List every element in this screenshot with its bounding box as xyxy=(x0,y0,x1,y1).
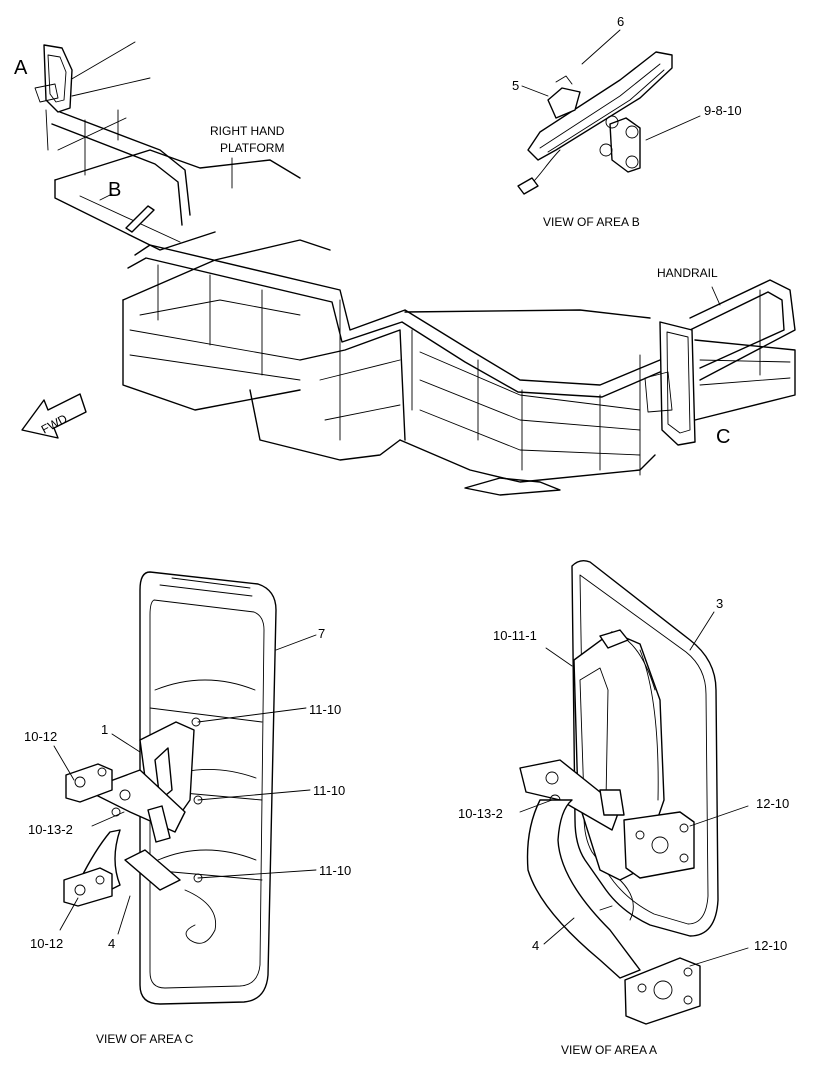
view-a-callout-3: 3 xyxy=(716,596,723,611)
callout-10-12-b-leader xyxy=(59,897,79,931)
callout-10-13-2-a-leader xyxy=(519,799,553,813)
view-a-caption: VIEW OF AREA A xyxy=(561,1043,657,1057)
view-a-callout-4: 4 xyxy=(532,938,539,953)
right-hand-platform-label-line2: PLATFORM xyxy=(220,141,284,155)
area-a-label: A xyxy=(14,57,28,79)
view-c-callout-11-10-a: 11-10 xyxy=(309,702,341,717)
lamp-assembly xyxy=(517,51,673,195)
handrail-leader-line xyxy=(711,286,721,306)
view-c-callout-10-12-b: 10-12 xyxy=(30,936,63,951)
view-b-callout-5: 5 xyxy=(512,78,519,93)
view-b-callout-9-8-10: 9-8-10 xyxy=(704,103,742,118)
mirror-c-assembly xyxy=(63,571,277,1005)
view-a-callout-10-11-1: 10-11-1 xyxy=(493,628,537,643)
callout-9-8-10-leader xyxy=(645,115,701,141)
view-a-callout-12-10-b: 12-10 xyxy=(754,938,787,953)
callout-3-leader xyxy=(689,611,715,651)
callout-4-c-leader xyxy=(117,895,131,935)
callout-10-11-1-leader xyxy=(545,647,573,667)
view-c-callout-1: 1 xyxy=(101,722,108,737)
view-b-callout-6: 6 xyxy=(617,14,624,29)
view-c-callout-10-12-a: 10-12 xyxy=(24,729,57,744)
callout-6-leader xyxy=(581,29,621,65)
callout-11-10-a-leader xyxy=(197,707,307,723)
view-b-caption: VIEW OF AREA B xyxy=(543,215,640,229)
callout-5-leader xyxy=(521,85,549,97)
callout-4-a-leader xyxy=(543,917,575,945)
area-c-label: C xyxy=(716,426,730,448)
callout-12-10-b-leader xyxy=(689,947,749,967)
fwd-arrow: FWD xyxy=(21,393,87,439)
machine-overview xyxy=(34,41,796,496)
view-a-callout-10-13-2: 10-13-2 xyxy=(458,806,503,821)
view-a-callout-12-10-a: 12-10 xyxy=(756,796,789,811)
callout-10-12-a-leader xyxy=(53,745,75,781)
area-b-label: B xyxy=(108,179,121,201)
fwd-label: FWD xyxy=(39,411,70,436)
callout-11-10-b-leader xyxy=(197,789,311,801)
callout-12-10-a-leader xyxy=(689,805,749,827)
callout-10-13-2-leader xyxy=(91,811,125,827)
callout-11-10-c-leader xyxy=(197,869,317,879)
callout-7-leader xyxy=(275,634,317,651)
view-c-callout-11-10-b: 11-10 xyxy=(313,783,345,798)
view-c-callout-7: 7 xyxy=(318,626,325,641)
callout-1-leader xyxy=(111,733,141,753)
view-c-callout-4: 4 xyxy=(108,936,115,951)
right-hand-platform-label-line1: RIGHT HAND xyxy=(210,124,285,138)
view-c-callout-10-13-2: 10-13-2 xyxy=(28,822,73,837)
view-c-callout-11-10-c: 11-10 xyxy=(319,863,351,878)
mirror-a-assembly xyxy=(519,559,719,1025)
view-c-caption: VIEW OF AREA C xyxy=(96,1032,194,1046)
handrail-label: HANDRAIL xyxy=(657,266,718,280)
